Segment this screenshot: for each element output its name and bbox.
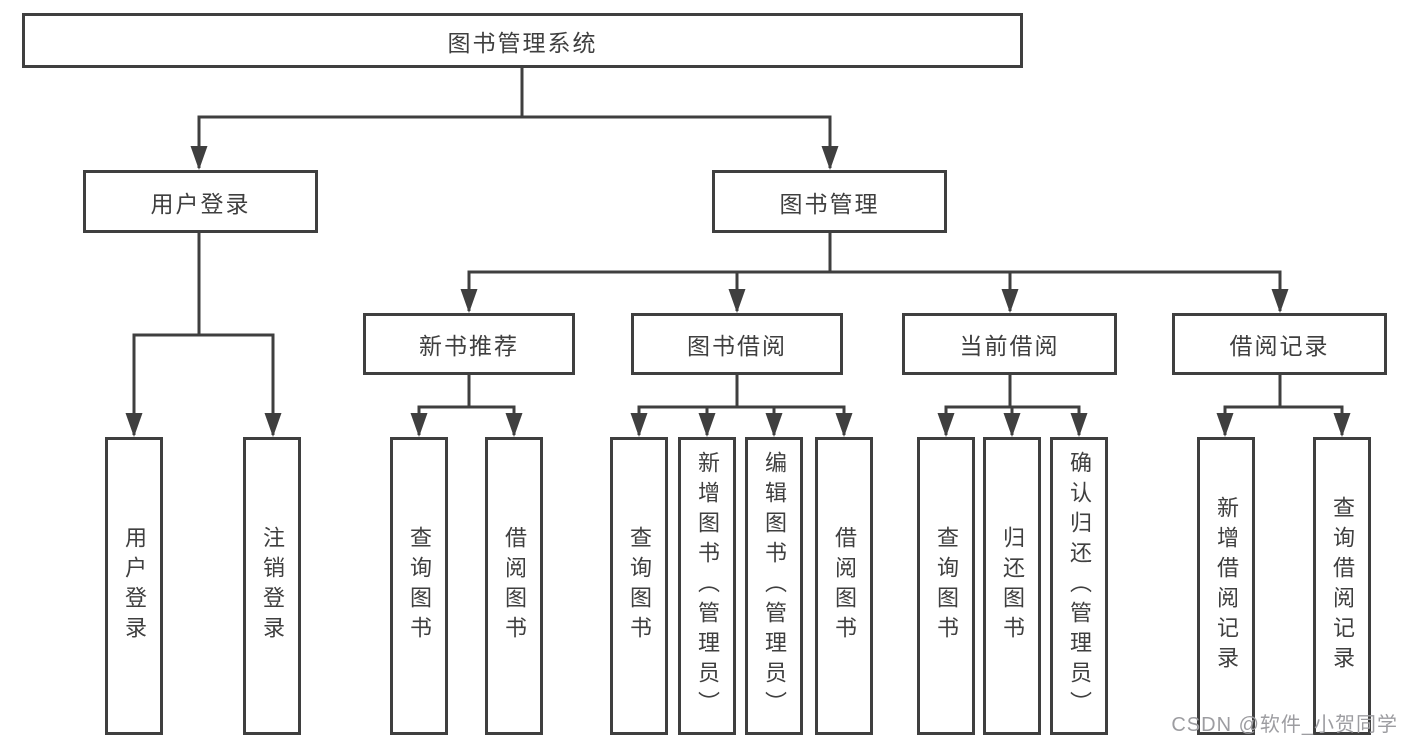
node-borrowing-records: 借阅记录: [1172, 313, 1387, 375]
leaf-add-borrow-record: 新增借阅记录: [1197, 437, 1255, 735]
leaf-logout: 注销登录: [243, 437, 301, 735]
leaf-query-books-recommend: 查询图书: [390, 437, 448, 735]
node-new-book-recommendation: 新书推荐: [363, 313, 575, 375]
leaf-query-books-current: 查询图书: [917, 437, 975, 735]
leaf-borrow-books-recommend: 借阅图书: [485, 437, 543, 735]
leaf-return-books: 归还图书: [983, 437, 1041, 735]
leaf-add-books-admin: 新增图书（管理员）: [678, 437, 736, 735]
node-current-borrowing: 当前借阅: [902, 313, 1117, 375]
leaf-query-borrow-record: 查询借阅记录: [1313, 437, 1371, 735]
csdn-watermark: CSDN @软件_小贺同学: [1171, 714, 1398, 736]
leaf-user-login: 用户登录: [105, 437, 163, 735]
node-root-library-management-system: 图书管理系统: [22, 13, 1023, 68]
node-user-login: 用户登录: [83, 170, 318, 233]
node-book-management: 图书管理: [712, 170, 947, 233]
tree-edges: [132, 68, 1344, 435]
node-book-borrowing: 图书借阅: [631, 313, 843, 375]
leaf-confirm-return-admin: 确认归还（管理员）: [1050, 437, 1108, 735]
leaf-query-books-borrowing: 查询图书: [610, 437, 668, 735]
leaf-edit-books-admin: 编辑图书（管理员）: [745, 437, 803, 735]
leaf-borrow-books: 借阅图书: [815, 437, 873, 735]
